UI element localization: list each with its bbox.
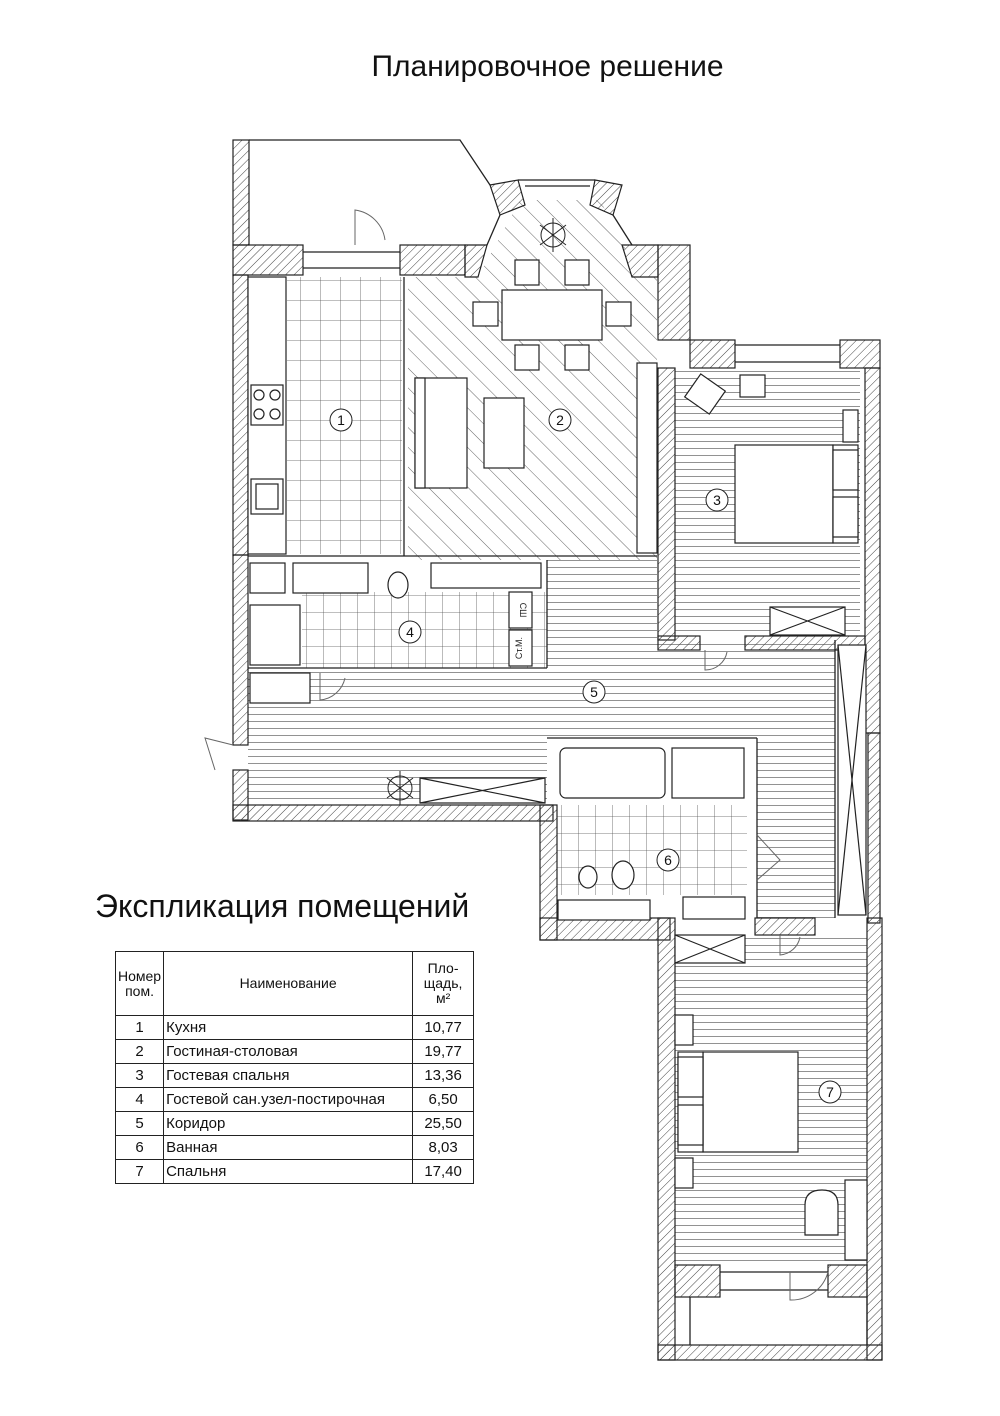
wc-toilet-icon <box>387 571 409 599</box>
row-area: 17,40 <box>412 1159 475 1184</box>
room-label-6: 6 <box>664 852 672 868</box>
row-number: 6 <box>114 1135 165 1160</box>
room-label-1: 1 <box>337 412 345 428</box>
plant-icon <box>386 218 567 805</box>
row-number: 3 <box>114 1063 165 1088</box>
room-label-5: 5 <box>590 684 598 700</box>
header-number: Номер пом. <box>114 951 165 1016</box>
table-row: 5 Коридор 25,50 <box>114 1111 475 1136</box>
row-area: 19,77 <box>412 1039 475 1064</box>
room-label-7: 7 <box>826 1084 834 1100</box>
row-name: Коридор <box>163 1111 414 1136</box>
washer-label: Ст.М. <box>514 637 524 659</box>
explication-title: Экспликация помещений <box>95 888 470 924</box>
row-area: 8,03 <box>412 1135 475 1160</box>
bath-toilet-icon <box>611 860 635 890</box>
header-name: Наименование <box>163 951 414 1016</box>
table-row: 4 Гостевой сан.узел-постирочная 6,50 <box>114 1087 475 1112</box>
dining-table <box>501 289 603 341</box>
row-area: 10,77 <box>412 1015 475 1040</box>
row-number: 1 <box>114 1015 165 1040</box>
table-row: 3 Гостевая спальня 13,36 <box>114 1063 475 1088</box>
table-row: 7 Спальня 17,40 <box>114 1159 475 1184</box>
outlines <box>248 139 868 1345</box>
bed <box>702 1051 799 1153</box>
furniture <box>247 259 868 1261</box>
table-row: 6 Ванная 8,03 <box>114 1135 475 1160</box>
row-number: 7 <box>114 1159 165 1184</box>
row-number: 4 <box>114 1087 165 1112</box>
room-label-2: 2 <box>556 412 564 428</box>
wc-floor <box>302 592 547 668</box>
row-name: Ванная <box>163 1135 414 1160</box>
row-name: Гостевая спальня <box>163 1063 414 1088</box>
row-name: Гостевой сан.узел-постирочная <box>163 1087 414 1112</box>
doors <box>204 209 829 1301</box>
table-row: 1 Кухня 10,77 <box>114 1015 475 1040</box>
table-header-row: Номер пом. Наименование Пло-щадь, м² <box>114 951 475 1016</box>
room-labels: 1 2 3 4 5 6 7 СШ Ст.М. <box>329 408 842 1104</box>
row-name: Кухня <box>163 1015 414 1040</box>
explication-table: Номер пом. Наименование Пло-щадь, м² 1 К… <box>114 951 475 1184</box>
row-area: 6,50 <box>412 1087 475 1112</box>
row-area: 25,50 <box>412 1111 475 1136</box>
row-name: Спальня <box>163 1159 414 1184</box>
tv-unit <box>636 362 658 554</box>
coffee-table <box>483 397 525 469</box>
row-area: 13,36 <box>412 1063 475 1088</box>
room-label-4: 4 <box>406 624 414 640</box>
page-title: Планировочное решение <box>371 50 724 83</box>
table-row: 2 Гостиная-столовая 19,77 <box>114 1039 475 1064</box>
row-number: 5 <box>114 1111 165 1136</box>
guest-bed <box>734 444 834 544</box>
row-number: 2 <box>114 1039 165 1064</box>
walls <box>232 139 883 1361</box>
header-area: Пло-щадь, м² <box>412 951 475 1016</box>
row-name: Гостиная-столовая <box>163 1039 414 1064</box>
shaft-label: СШ <box>518 603 528 618</box>
room-label-3: 3 <box>713 492 721 508</box>
bathtub <box>559 747 666 799</box>
